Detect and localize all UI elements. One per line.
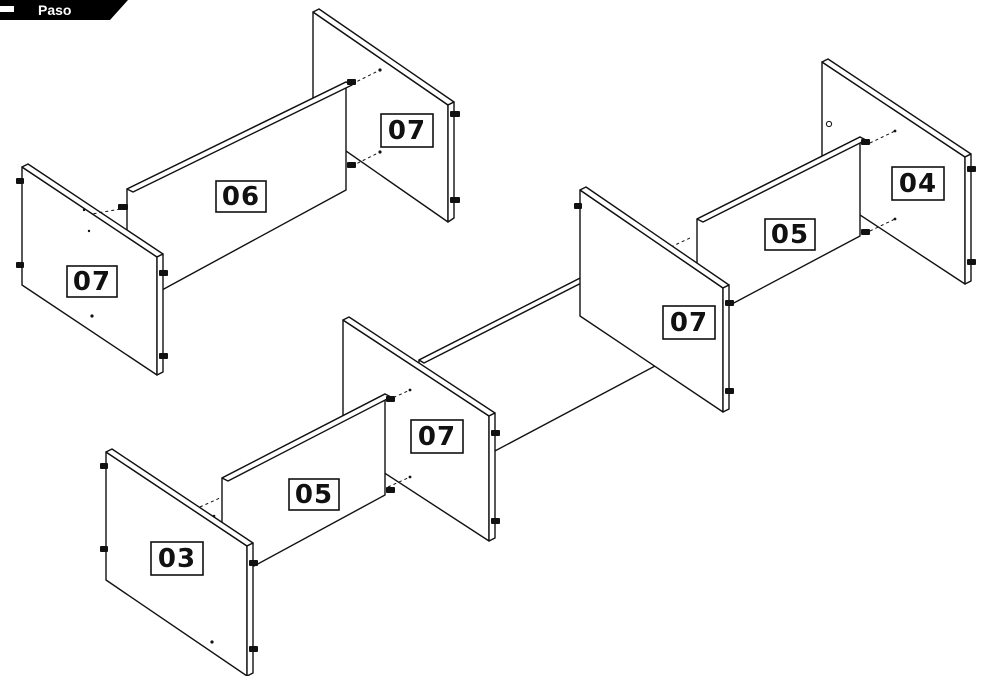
part-label-text: 06 [222, 182, 260, 212]
panel-center-right-divider [574, 186, 734, 413]
part-label-text: 04 [899, 169, 937, 199]
part-label-text: 05 [771, 220, 809, 250]
part-label-07-center-right: 07 [662, 305, 716, 340]
part-label-05-front: 05 [288, 478, 340, 511]
part-label-text: 07 [73, 267, 111, 297]
part-label-05-right: 05 [764, 218, 816, 251]
part-label-text: 05 [295, 480, 333, 510]
part-label-text: 07 [670, 308, 708, 338]
part-label-04: 04 [891, 166, 945, 201]
step-label: Paso [38, 2, 71, 18]
step-badge: Paso [0, 0, 128, 20]
part-label-03: 03 [150, 541, 204, 576]
part-label-06: 06 [215, 180, 267, 213]
part-label-text: 07 [418, 422, 456, 452]
part-label-text: 03 [158, 544, 196, 574]
part-label-07-center-left: 07 [410, 419, 464, 454]
part-label-07-top: 07 [380, 113, 434, 148]
part-label-07-left: 07 [66, 265, 118, 298]
part-label-text: 07 [388, 116, 426, 146]
